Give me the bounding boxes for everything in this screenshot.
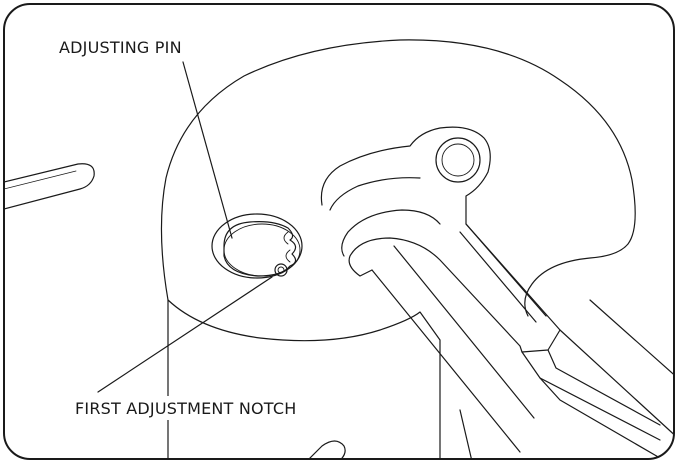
left-slot [4, 163, 95, 211]
adjusting-pin-label: ADJUSTING PIN [59, 38, 182, 57]
leader-line-bottom [459, 409, 475, 459]
adjustment-notch [274, 263, 288, 277]
bottom-slot [297, 440, 346, 459]
adjusting-pin [223, 221, 297, 277]
first-adjustment-notch-label: FIRST ADJUSTMENT NOTCH [75, 399, 296, 418]
arm-body [320, 126, 561, 353]
base-plate [160, 39, 636, 459]
image-frame [3, 3, 675, 460]
leader-line-adjusting-pin [182, 61, 233, 239]
leader-line-first-notch [97, 276, 273, 393]
arm-hole [435, 137, 481, 183]
pin-recess [211, 213, 303, 279]
